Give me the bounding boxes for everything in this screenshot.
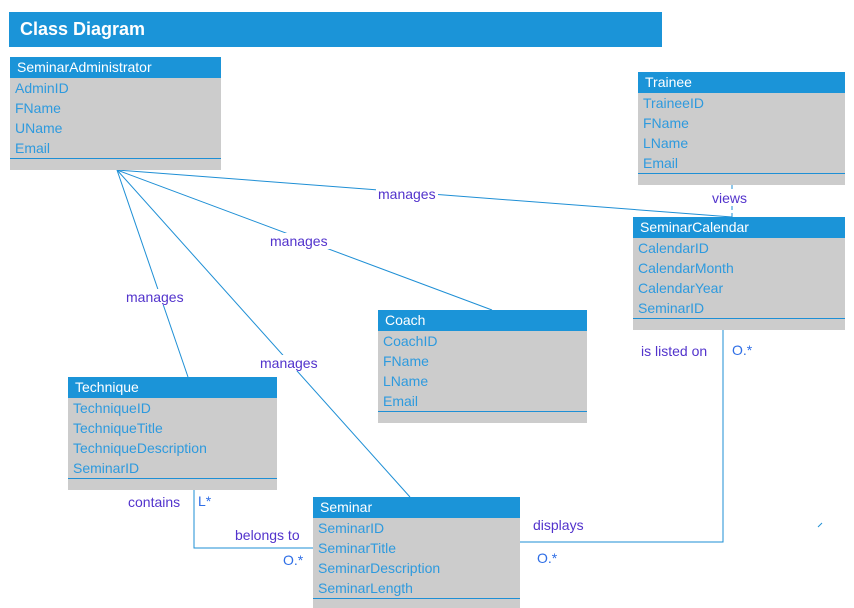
relationship-label-belongs-to: belongs to [233,527,302,543]
attribute: LName [643,135,689,151]
multiplicity-displays: O.* [535,550,560,566]
attribute: SeminarID [638,300,705,316]
connector-displays-is-listed-on [520,330,724,543]
attribute: TraineeID [643,95,704,111]
relationship-label-views: views [710,190,750,206]
methods-compartment [313,598,520,608]
attribute: TechniqueDescription [73,440,207,456]
methods-compartment [10,158,221,170]
attribute: LName [383,373,429,389]
entity-seminar-calendar[interactable]: SeminarCalendar CalendarID CalendarMonth… [633,217,845,330]
attribute: CalendarMonth [638,260,734,276]
connector-manages-seminar [116,169,411,498]
entity-title: Coach [378,310,587,331]
multiplicity-belongs-to: O.* [281,552,306,568]
attribute: FName [643,115,689,131]
attribute: UName [15,120,63,136]
connector-manages-technique [116,169,189,378]
attribute: SeminarTitle [318,540,397,556]
relationship-label-contains: contains [126,494,183,510]
stray-mark [817,522,823,528]
attribute: FName [15,100,61,116]
entity-title: Trainee [638,72,845,93]
methods-compartment [68,478,277,490]
attribute: AdminID [15,80,69,96]
attribute: TechniqueTitle [73,420,163,436]
attribute: SeminarID [318,520,385,536]
attribute: SeminarLength [318,580,413,596]
relationship-label-manages-coach: manages [268,233,330,249]
attribute: Email [15,140,51,156]
entity-title: Seminar [313,497,520,518]
entity-title: SeminarCalendar [633,217,845,238]
entity-seminar-administrator[interactable]: SeminarAdministrator AdminID FName UName… [10,57,221,170]
entity-seminar[interactable]: Seminar SeminarID SeminarTitle SeminarDe… [313,497,520,608]
attribute: TechniqueID [73,400,151,416]
entity-trainee[interactable]: Trainee TraineeID FName LName Email [638,72,845,185]
methods-compartment [633,318,845,330]
entity-title: Technique [68,377,277,398]
relationship-label-manages-calendar: manages [376,186,438,202]
attribute: FName [383,353,429,369]
attribute: CalendarID [638,240,709,256]
attribute: CalendarYear [638,280,724,296]
page-title: Class Diagram [9,12,662,47]
entity-coach[interactable]: Coach CoachID FName LName Email [378,310,587,423]
attribute: Email [643,155,679,171]
attribute: Email [383,393,419,409]
entity-title: SeminarAdministrator [10,57,221,78]
relationship-label-manages-seminar: manages [258,355,320,371]
multiplicity-is-listed-on: O.* [730,342,755,358]
relationship-label-is-listed-on: is listed on [639,343,710,359]
methods-compartment [378,411,587,423]
entity-technique[interactable]: Technique TechniqueID TechniqueTitle Tec… [68,377,277,490]
relationship-label-manages-technique: manages [124,289,186,305]
attribute: CoachID [383,333,438,349]
relationship-label-displays: displays [531,517,586,533]
connector-contains-belongs-to [193,490,313,549]
attribute: SeminarID [73,460,140,476]
methods-compartment [638,173,845,185]
attribute: SeminarDescription [318,560,441,576]
multiplicity-contains: L* [196,493,214,509]
